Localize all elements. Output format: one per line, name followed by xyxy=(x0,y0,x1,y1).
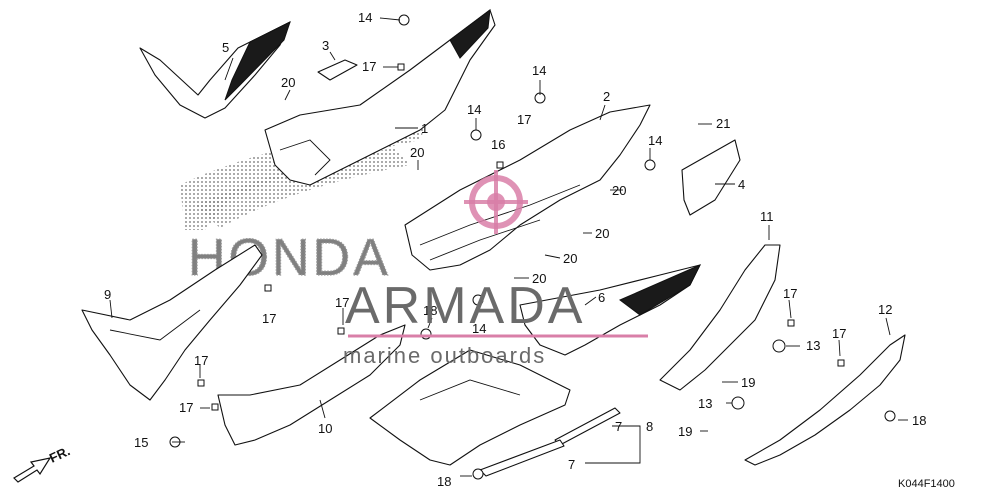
clip-17-c xyxy=(211,403,219,411)
part-2-rib2 xyxy=(429,219,541,261)
callout-14-top: 14 xyxy=(358,10,372,25)
callout-14-lower: 14 xyxy=(472,321,486,336)
part-9-detail xyxy=(109,309,201,341)
bolt-18-lower xyxy=(472,468,484,480)
part-2-center-cover xyxy=(404,104,651,271)
callout-20-f: 20 xyxy=(532,271,546,286)
part-4-cover xyxy=(681,139,741,216)
part-5-stripe xyxy=(224,21,291,101)
callout-13-upper: 13 xyxy=(806,338,820,353)
clip-17-f xyxy=(787,319,795,327)
callout-20-e: 20 xyxy=(563,251,577,266)
callout-15: 15 xyxy=(134,435,148,450)
callout-17-c: 17 xyxy=(262,311,276,326)
callout-18-lower: 18 xyxy=(437,474,451,489)
callout-17-d: 17 xyxy=(194,353,208,368)
fasteners xyxy=(169,14,896,480)
callout-9: 9 xyxy=(104,287,111,302)
callout-14-right: 14 xyxy=(648,133,662,148)
callout-13-lower: 13 xyxy=(698,396,712,411)
callout-18-upper: 18 xyxy=(423,303,437,318)
callout-7-upper: 7 xyxy=(615,419,622,434)
callout-20-b: 20 xyxy=(410,145,424,160)
part-8-rib xyxy=(419,379,521,401)
callout-17-e: 17 xyxy=(179,400,193,415)
clip-17-g xyxy=(837,359,845,367)
clip-17-a xyxy=(264,284,272,292)
clip-17-e xyxy=(397,63,405,71)
watermark-tagline: marine outboards xyxy=(343,343,546,368)
callout-labels: 1 2 3 4 5 6 7 7 8 9 10 11 12 13 13 14 14… xyxy=(104,10,926,489)
part-2-rib xyxy=(419,184,581,246)
part-9-left-side-cover xyxy=(81,244,263,401)
callout-16: 16 xyxy=(491,137,505,152)
part-1-detail xyxy=(279,139,331,176)
leader-lines xyxy=(109,17,908,477)
callout-17-g: 17 xyxy=(783,286,797,301)
callout-4: 4 xyxy=(738,177,745,192)
watermark-brand: ARMADA xyxy=(345,277,585,335)
callout-10: 10 xyxy=(318,421,332,436)
grommet-13-upper xyxy=(772,339,786,353)
clip-17-b xyxy=(197,379,205,387)
part-1-stripe xyxy=(449,8,491,59)
part-6-stripe xyxy=(619,263,702,316)
callout-20-d: 20 xyxy=(595,226,609,241)
part-7-strip-lower xyxy=(479,439,565,477)
callout-2: 2 xyxy=(603,89,610,104)
bolt-14-left xyxy=(470,129,482,141)
callout-6: 6 xyxy=(598,290,605,305)
callout-14-left: 14 xyxy=(467,102,481,117)
bolt-14-top xyxy=(398,14,410,26)
callout-17-a: 17 xyxy=(362,59,376,74)
callout-17-f: 17 xyxy=(335,295,349,310)
grommet-13-lower xyxy=(731,396,745,410)
callout-1: 1 xyxy=(421,121,428,136)
part-8-undercover xyxy=(369,349,571,466)
callout-20-c: 20 xyxy=(612,183,626,198)
part-1-front-cover xyxy=(264,9,496,186)
part-12-right-floor-skirt xyxy=(744,334,906,466)
callout-19-upper: 19 xyxy=(741,375,755,390)
bolt-14-lower xyxy=(472,294,484,306)
clip-17-d xyxy=(337,327,345,335)
callout-18-right: 18 xyxy=(912,413,926,428)
part-7-strip-upper xyxy=(554,407,621,446)
callout-20-a: 20 xyxy=(281,75,295,90)
front-direction-indicator: FR. xyxy=(13,443,72,483)
callout-7-lower: 7 xyxy=(568,457,575,472)
callout-3: 3 xyxy=(322,38,329,53)
front-arrow-icon xyxy=(13,457,52,483)
clip-16 xyxy=(496,161,504,169)
callout-11: 11 xyxy=(760,209,774,224)
callout-21: 21 xyxy=(716,116,730,131)
part-3-plate xyxy=(317,59,358,81)
callout-5: 5 xyxy=(222,40,229,55)
front-arrow-label: FR. xyxy=(47,443,72,465)
callout-17-b: 17 xyxy=(517,112,531,127)
bolt-14-right xyxy=(644,159,656,171)
callout-8: 8 xyxy=(646,419,653,434)
bolt-18-right xyxy=(884,410,896,422)
callout-17-h: 17 xyxy=(832,326,846,341)
part-10-floor-skirt xyxy=(217,324,406,446)
diagram-code: K044F1400 xyxy=(898,478,955,490)
part-11-right-side-cover xyxy=(659,244,781,391)
callout-19-lower: 19 xyxy=(678,424,692,439)
callout-14-center: 14 xyxy=(532,63,546,78)
watermark: ARMADA marine outboards xyxy=(343,170,648,368)
callout-12: 12 xyxy=(878,302,892,317)
